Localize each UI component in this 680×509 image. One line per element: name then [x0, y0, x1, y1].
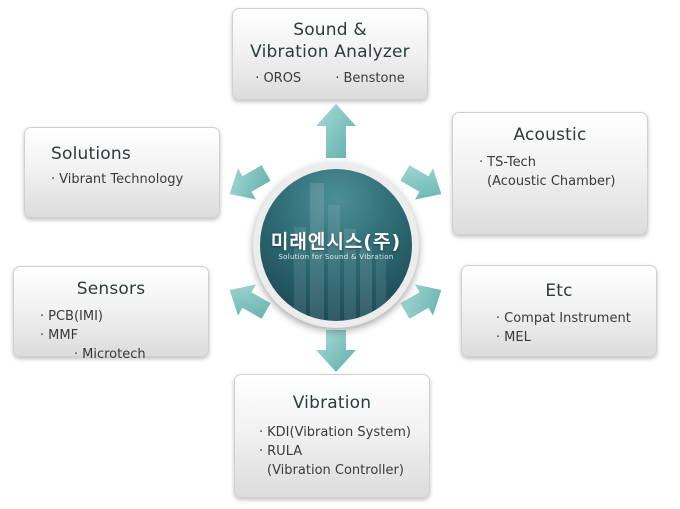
center-logo-inner: 미래엔시스(주) Solution for Sound & Vibration	[260, 169, 412, 321]
item-benstone: Benstone	[335, 69, 404, 88]
vibration-box: Vibration KDI(Vibration System) RULA (Vi…	[234, 374, 430, 498]
sensors-box: Sensors PCB(IMI) MMF Microtech	[13, 266, 209, 362]
sound-vibration-title-line2: Vibration Analyzer	[250, 42, 410, 62]
item-microtech: Microtech	[74, 345, 208, 364]
acoustic-items: TS-Tech (Acoustic Chamber)	[479, 153, 647, 191]
bg-bar	[328, 205, 340, 321]
vibration-title: Vibration	[292, 393, 372, 413]
acoustic-box: Acoustic TS-Tech (Acoustic Chamber)	[452, 112, 648, 235]
item-oros: OROS	[255, 69, 301, 88]
bg-bar	[310, 183, 324, 321]
arrow-upper-left	[229, 165, 271, 200]
item-acoustic-chamber: (Acoustic Chamber)	[487, 174, 616, 189]
sound-vibration-title-line1: Sound &	[293, 20, 367, 40]
etc-title: Etc	[545, 281, 573, 301]
item-vibration-controller: (Vibration Controller)	[267, 463, 404, 478]
item-mmf: MMF	[40, 326, 208, 345]
solutions-items: Vibrant Technology	[51, 170, 219, 189]
item-compat-instrument: Compat Instrument	[496, 309, 656, 328]
bg-bar	[344, 229, 356, 321]
item-kdi: KDI(Vibration System)	[259, 423, 429, 442]
sound-vibration-items: OROS Benstone	[233, 69, 427, 88]
solutions-box: Solutions Vibrant Technology	[24, 127, 220, 218]
sensors-title: Sensors	[76, 279, 146, 299]
sensors-items-row: MMF Microtech	[40, 326, 208, 364]
item-pcb-imi: PCB(IMI)	[40, 307, 208, 326]
company-tagline: Solution for Sound & Vibration	[278, 253, 394, 261]
etc-box: Etc Compat Instrument MEL	[461, 265, 657, 357]
arrow-lower-left	[229, 284, 271, 319]
sound-vibration-analyzer-box: Sound & Vibration Analyzer OROS Benstone	[232, 8, 428, 100]
etc-items: Compat Instrument MEL	[496, 309, 656, 347]
item-vibrant-technology: Vibrant Technology	[51, 170, 219, 189]
bg-bar	[360, 247, 372, 321]
item-rula: RULA	[259, 442, 429, 461]
vibration-items: KDI(Vibration System) RULA (Vibration Co…	[259, 423, 429, 480]
center-bars-graphic	[294, 183, 386, 321]
center-logo-circle: 미래엔시스(주) Solution for Sound & Vibration	[253, 162, 419, 328]
arrow-upper-right	[400, 165, 442, 200]
item-ts-tech: TS-Tech	[479, 153, 647, 172]
bg-bar	[294, 227, 306, 321]
item-mel: MEL	[496, 328, 656, 347]
bg-bar	[376, 259, 386, 321]
arrow-down	[316, 330, 356, 372]
company-logo-text: 미래엔시스(주)	[270, 231, 402, 253]
acoustic-title: Acoustic	[513, 125, 587, 145]
arrow-lower-right	[400, 284, 442, 319]
solutions-title: Solutions	[51, 144, 131, 164]
sensors-items: PCB(IMI) MMF Microtech	[40, 307, 208, 364]
arrow-up	[316, 104, 356, 158]
